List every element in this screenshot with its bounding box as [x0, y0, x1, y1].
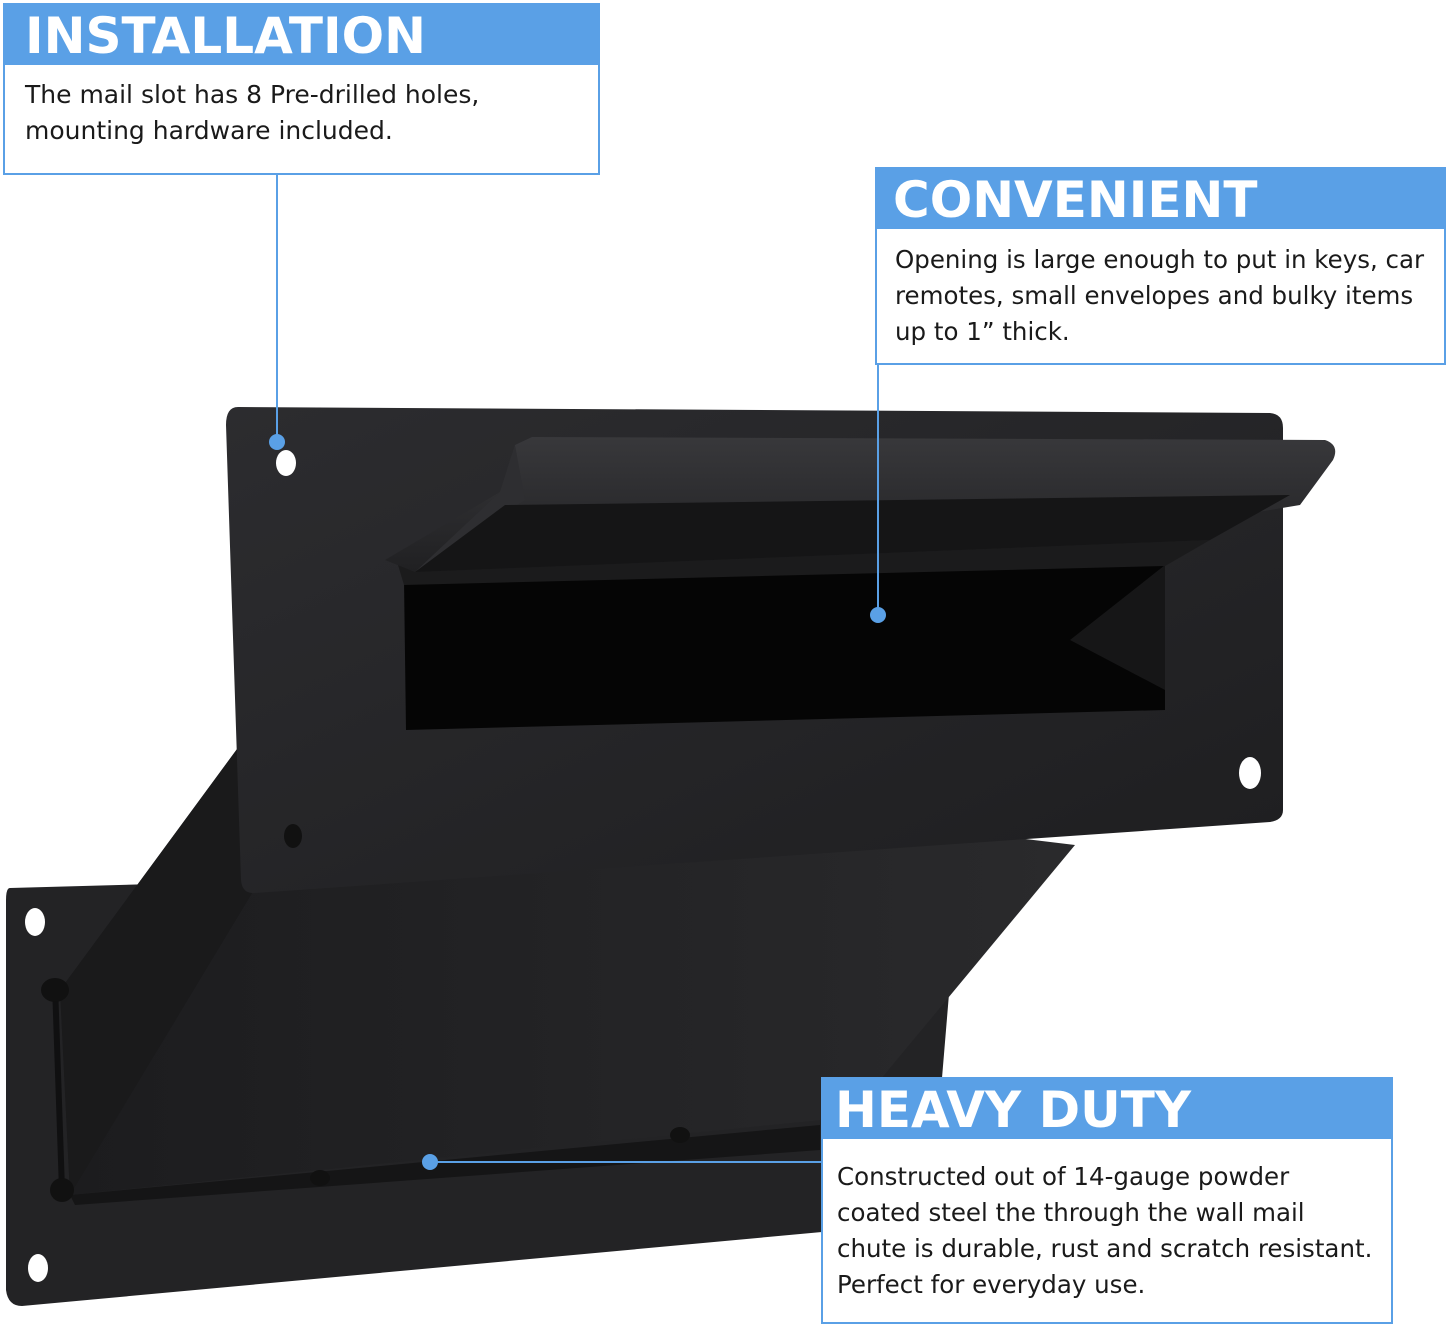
installation-line-1: The mail slot has 8 Pre-drilled holes,: [25, 80, 480, 109]
heavy-duty-title: HEAVY DUTY: [823, 1079, 1391, 1139]
convenient-line-1: Opening is large enough to put in keys, …: [895, 245, 1425, 274]
slot-hood: [385, 437, 1336, 572]
installation-description: The mail slot has 8 Pre-drilled holes, m…: [5, 65, 598, 149]
heavy-duty-line-2: coated steel the through the wall mail: [837, 1198, 1305, 1227]
convenient-line-3: up to 1” thick.: [895, 317, 1070, 346]
installation-callout: INSTALLATION The mail slot has 8 Pre-dri…: [3, 3, 600, 175]
convenient-line-2: remotes, small envelopes and bulky items: [895, 281, 1414, 310]
convenient-title: CONVENIENT: [877, 169, 1444, 229]
convenient-connector-dot: [870, 607, 886, 623]
heavy-duty-description: Constructed out of 14-gauge powder coate…: [823, 1139, 1391, 1303]
heavy-duty-line-1: Constructed out of 14-gauge powder: [837, 1162, 1290, 1191]
convenient-description: Opening is large enough to put in keys, …: [877, 229, 1444, 350]
installation-title: INSTALLATION: [5, 5, 598, 65]
heavy-duty-callout: HEAVY DUTY Constructed out of 14-gauge p…: [821, 1077, 1393, 1324]
heavy-duty-line-4: Perfect for everyday use.: [837, 1270, 1146, 1299]
heavy-duty-line-3: chute is durable, rust and scratch resis…: [837, 1234, 1373, 1263]
convenient-callout: CONVENIENT Opening is large enough to pu…: [875, 167, 1446, 365]
heavy-duty-connector-dot: [422, 1154, 438, 1170]
installation-line-2: mounting hardware included.: [25, 116, 393, 145]
installation-connector-dot: [269, 434, 285, 450]
